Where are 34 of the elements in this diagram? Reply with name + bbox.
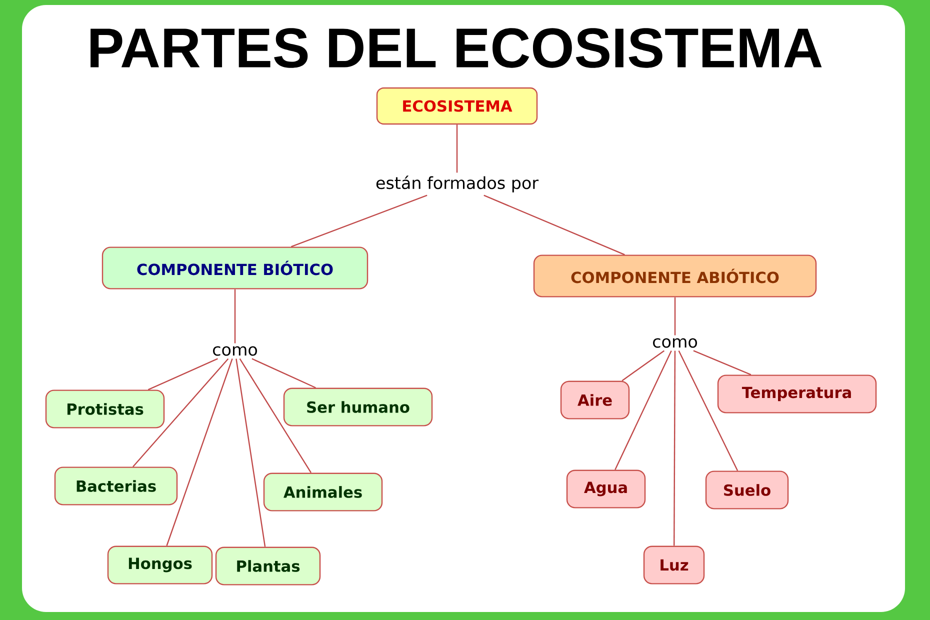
- connector-line: [234, 289, 236, 344]
- title: PARTES DEL ECOSISTEMA: [90, 28, 822, 68]
- concept-box: Temperatura: [717, 374, 877, 414]
- concept-box: Suelo: [705, 470, 789, 510]
- concept-box: Plantas: [215, 546, 321, 586]
- linking-phrase: como: [649, 336, 701, 350]
- concept-box: Hongos: [107, 546, 213, 584]
- connector-line: [132, 358, 229, 468]
- concept-box: Protistas: [45, 390, 165, 428]
- connector-line: [252, 358, 316, 388]
- concept-box: ECOSISTEMA: [376, 87, 538, 125]
- connector-line: [693, 350, 752, 376]
- concept-box: Animales: [263, 472, 383, 512]
- connector-line: [290, 194, 428, 248]
- connector-line: [674, 297, 676, 336]
- connector-line: [674, 350, 676, 546]
- connector-line: [456, 124, 458, 173]
- concept-box: Ser humano: [283, 388, 433, 426]
- concept-box: Agua: [566, 470, 646, 508]
- concept-box: Luz: [643, 546, 705, 584]
- linking-phrase: como: [209, 344, 261, 358]
- connector-line: [166, 358, 233, 546]
- connector-line: [239, 358, 312, 474]
- linking-phrase: están formados por: [372, 172, 542, 196]
- connector-line: [236, 358, 266, 547]
- connector-line: [614, 350, 672, 470]
- concept-box: COMPONENTE BIÓTICO: [102, 246, 368, 290]
- connector-line: [622, 350, 665, 382]
- concept-box: Bacterias: [54, 466, 178, 506]
- concept-box: COMPONENTE ABIÓTICO: [533, 254, 817, 298]
- connector-line: [148, 358, 218, 390]
- connector-line: [484, 194, 625, 256]
- connector-line: [678, 350, 738, 471]
- concept-box: Aire: [560, 380, 630, 420]
